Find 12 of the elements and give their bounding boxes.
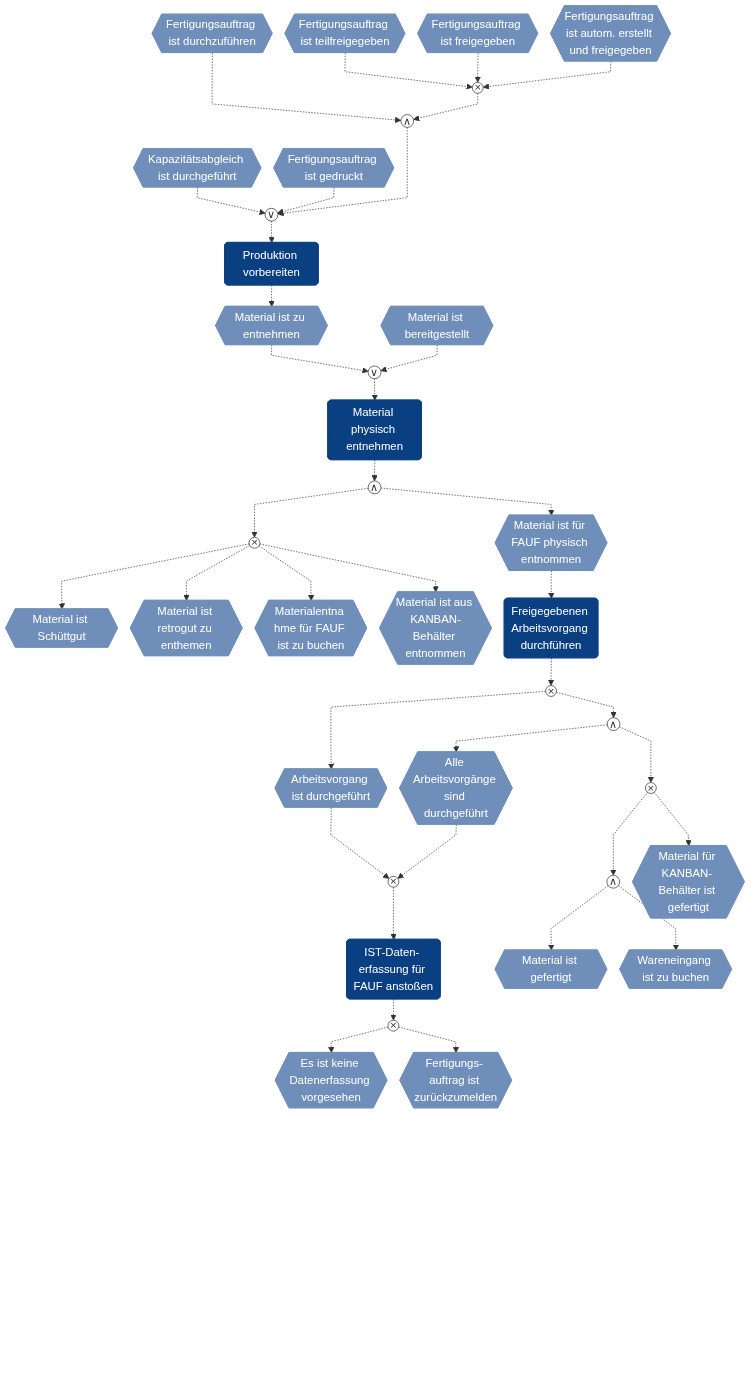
node-circle: ∧ <box>606 717 621 731</box>
node-circle: ∧ <box>367 480 382 495</box>
node-circle: ∨ <box>264 207 279 222</box>
node-circle: ∧ <box>606 875 621 889</box>
node-circle: ∨ <box>367 365 382 380</box>
node-circle: × <box>387 875 400 888</box>
node-circle: × <box>248 537 261 549</box>
node-circle: × <box>471 82 484 94</box>
node-circle: × <box>387 1019 400 1032</box>
node-circle: ∧ <box>400 114 414 128</box>
node-circle: × <box>545 685 557 697</box>
node-circle: × <box>645 782 657 794</box>
